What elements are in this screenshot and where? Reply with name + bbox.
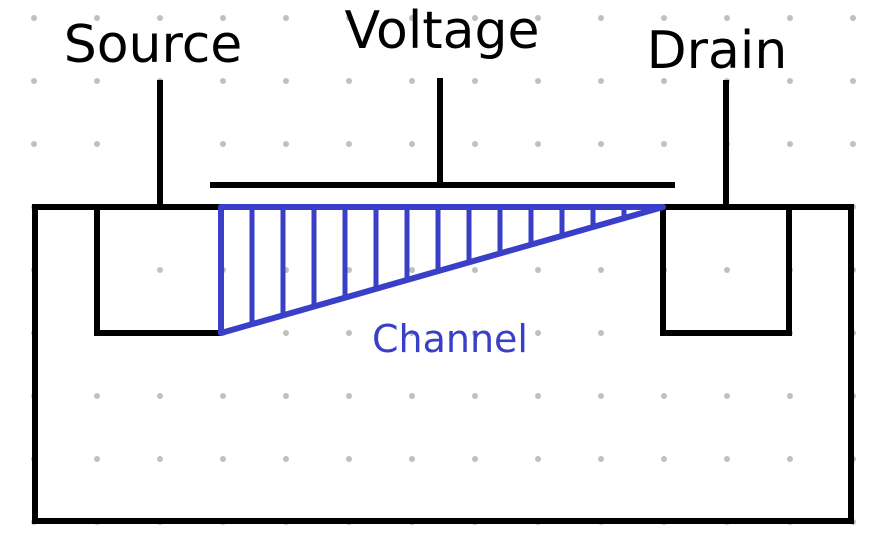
channel-region [218, 204, 666, 336]
grid-dot [409, 330, 415, 336]
source-label: Source [64, 15, 243, 75]
grid-dot [535, 393, 541, 399]
grid-dot [94, 456, 100, 462]
grid-dot [409, 456, 415, 462]
grid-dot [283, 456, 289, 462]
grid-dot [850, 141, 856, 147]
grid-dot [598, 15, 604, 21]
drain-well [660, 207, 792, 336]
grid-dot [535, 15, 541, 21]
grid-dot [94, 15, 100, 21]
grid-dot [157, 15, 163, 21]
grid-dot [346, 15, 352, 21]
grid-dot [661, 78, 667, 84]
channel-outline [218, 204, 666, 336]
grid-dot [220, 78, 226, 84]
grid-dot [283, 15, 289, 21]
grid-dot [661, 456, 667, 462]
grid-dot [598, 141, 604, 147]
grid-dot [787, 15, 793, 21]
grid-dot [94, 141, 100, 147]
grid-dot [472, 456, 478, 462]
grid-dot [220, 393, 226, 399]
grid-dot [724, 393, 730, 399]
grid-dot [724, 15, 730, 21]
channel-label: Channel [372, 317, 528, 361]
grid-dot [661, 15, 667, 21]
grid-dot [535, 78, 541, 84]
grid-dot [94, 393, 100, 399]
grid-dot [787, 141, 793, 147]
grid-dot [661, 141, 667, 147]
grid-dot [661, 393, 667, 399]
grid-dot [409, 141, 415, 147]
grid-dot [598, 78, 604, 84]
grid-dot [598, 267, 604, 273]
grid-dot [157, 393, 163, 399]
grid-dot [598, 393, 604, 399]
grid-dot [787, 456, 793, 462]
grid-dot [535, 141, 541, 147]
grid-dot [346, 141, 352, 147]
grid-dot [31, 141, 37, 147]
grid-dot [31, 15, 37, 21]
grid-dot [346, 393, 352, 399]
grid-dot [283, 393, 289, 399]
grid-dot [472, 15, 478, 21]
channel-hatching [249, 207, 658, 325]
grid-dot [220, 141, 226, 147]
grid-dot [409, 393, 415, 399]
grid-dot [346, 78, 352, 84]
grid-dot [283, 330, 289, 336]
grid-dot [850, 15, 856, 21]
grid-dot [31, 78, 37, 84]
grid-dot [598, 330, 604, 336]
grid-dot [535, 456, 541, 462]
grid-dot [472, 393, 478, 399]
grid-dot [220, 15, 226, 21]
grid-dot [535, 267, 541, 273]
grid-dot [787, 78, 793, 84]
grid-dot [472, 330, 478, 336]
grid-dot [787, 393, 793, 399]
grid-dot [157, 267, 163, 273]
grid-dot [850, 78, 856, 84]
grid-dot [535, 330, 541, 336]
grid-dot [94, 78, 100, 84]
grid-dot [409, 78, 415, 84]
grid-dot [220, 456, 226, 462]
grid-dot [283, 78, 289, 84]
grid-dot [598, 456, 604, 462]
drain-label: Drain [647, 21, 788, 81]
grid-dot [409, 15, 415, 21]
substrate-body [32, 204, 854, 524]
source-well [94, 207, 221, 336]
grid-dot [472, 267, 478, 273]
grid-dot [724, 456, 730, 462]
grid-dot [409, 267, 415, 273]
grid-dot [283, 141, 289, 147]
grid-dot [472, 78, 478, 84]
voltage-label: Voltage [344, 1, 539, 61]
grid-dot [346, 456, 352, 462]
grid-dot [157, 456, 163, 462]
grid-dot [472, 141, 478, 147]
grid-dot [346, 330, 352, 336]
grid-dot [724, 267, 730, 273]
